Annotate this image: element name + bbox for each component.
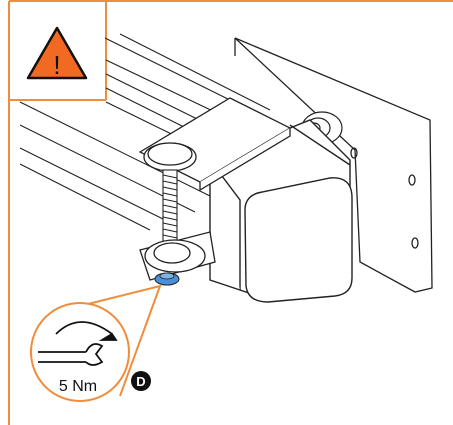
step-badge-label: D — [136, 374, 145, 389]
warning-symbol: ! — [53, 50, 60, 80]
end-cap — [208, 119, 353, 303]
rail-profile — [19, 33, 271, 231]
clamp-top-plate — [138, 97, 292, 192]
blue-nut — [154, 272, 180, 286]
callout-leader — [79, 284, 162, 397]
step-badge: D — [131, 371, 151, 391]
warning-triangle-icon: ! — [26, 26, 88, 80]
clamp-bottom-plate — [139, 231, 216, 281]
wrench-rotate-icon — [38, 321, 118, 366]
orange-frame — [8, 0, 453, 425]
torque-value: 5 Nm — [59, 378, 97, 395]
mounting-plate — [234, 37, 433, 293]
